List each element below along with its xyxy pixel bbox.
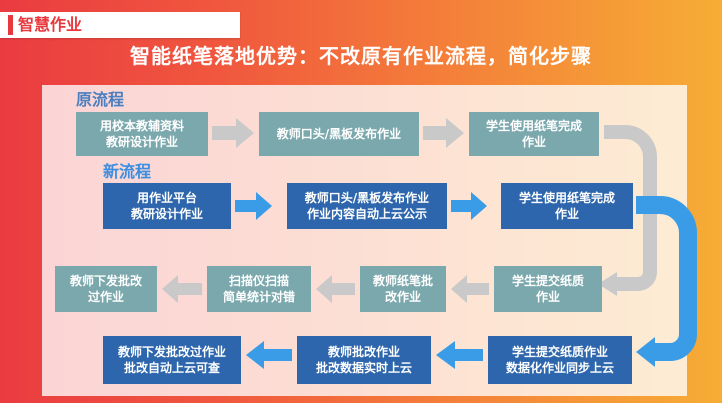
new-step-grade: 教师批改作业 批改数据实时上云 [297,336,431,384]
new-return-arrow-1 [436,341,483,369]
old-return-arrow-1 [451,275,489,303]
old-flow-arrow-1 [212,118,254,148]
new-step-publish: 教师口头/黑板发布作业 作业内容自动上云公示 [287,183,447,229]
old-step-publish: 教师口头/黑板发布作业 [259,112,419,156]
old-step-scan: 扫描仪扫描 简单统计对错 [207,266,311,312]
old-step-grade: 教师纸笔批 改作业 [360,266,446,312]
new-step-complete: 学生使用纸笔完成 作业 [501,183,633,229]
new-step-return: 教师下发批改过作业 批改自动上云可查 [103,336,241,384]
new-flow-label: 新流程 [103,162,152,181]
new-flow-arrow-2 [451,192,487,220]
new-return-arrow-2 [246,341,292,369]
old-step-complete: 学生使用纸笔完成 作业 [469,112,599,156]
new-flow-arrow-1 [235,192,272,220]
old-step-submit: 学生提交纸质 作业 [494,266,602,312]
new-flow-uturn-arrow [636,196,697,361]
new-step-submit: 学生提交纸质作业 数据化作业同步上云 [488,336,632,384]
tag-accent-bar [8,15,13,35]
old-flow-uturn-head [598,272,617,296]
old-flow-uturn-arrow [604,125,657,291]
old-flow-arrow-2 [423,118,464,148]
old-flow-label: 原流程 [76,90,125,109]
section-tag-text: 智慧作业 [18,15,83,34]
old-step-return: 教师下发批改 过作业 [55,266,157,312]
new-step-design: 用作业平台 教研设计作业 [103,183,231,229]
old-return-arrow-2 [316,275,355,303]
old-return-arrow-3 [162,275,202,303]
old-step-design: 用校本教辅资料 教研设计作业 [76,112,208,156]
slide-title: 智能纸笔落地优势：不改原有作业流程，简化步骤 [130,44,592,68]
section-tag: 智慧作业 [0,12,240,38]
new-flow-uturn-head [636,337,655,367]
